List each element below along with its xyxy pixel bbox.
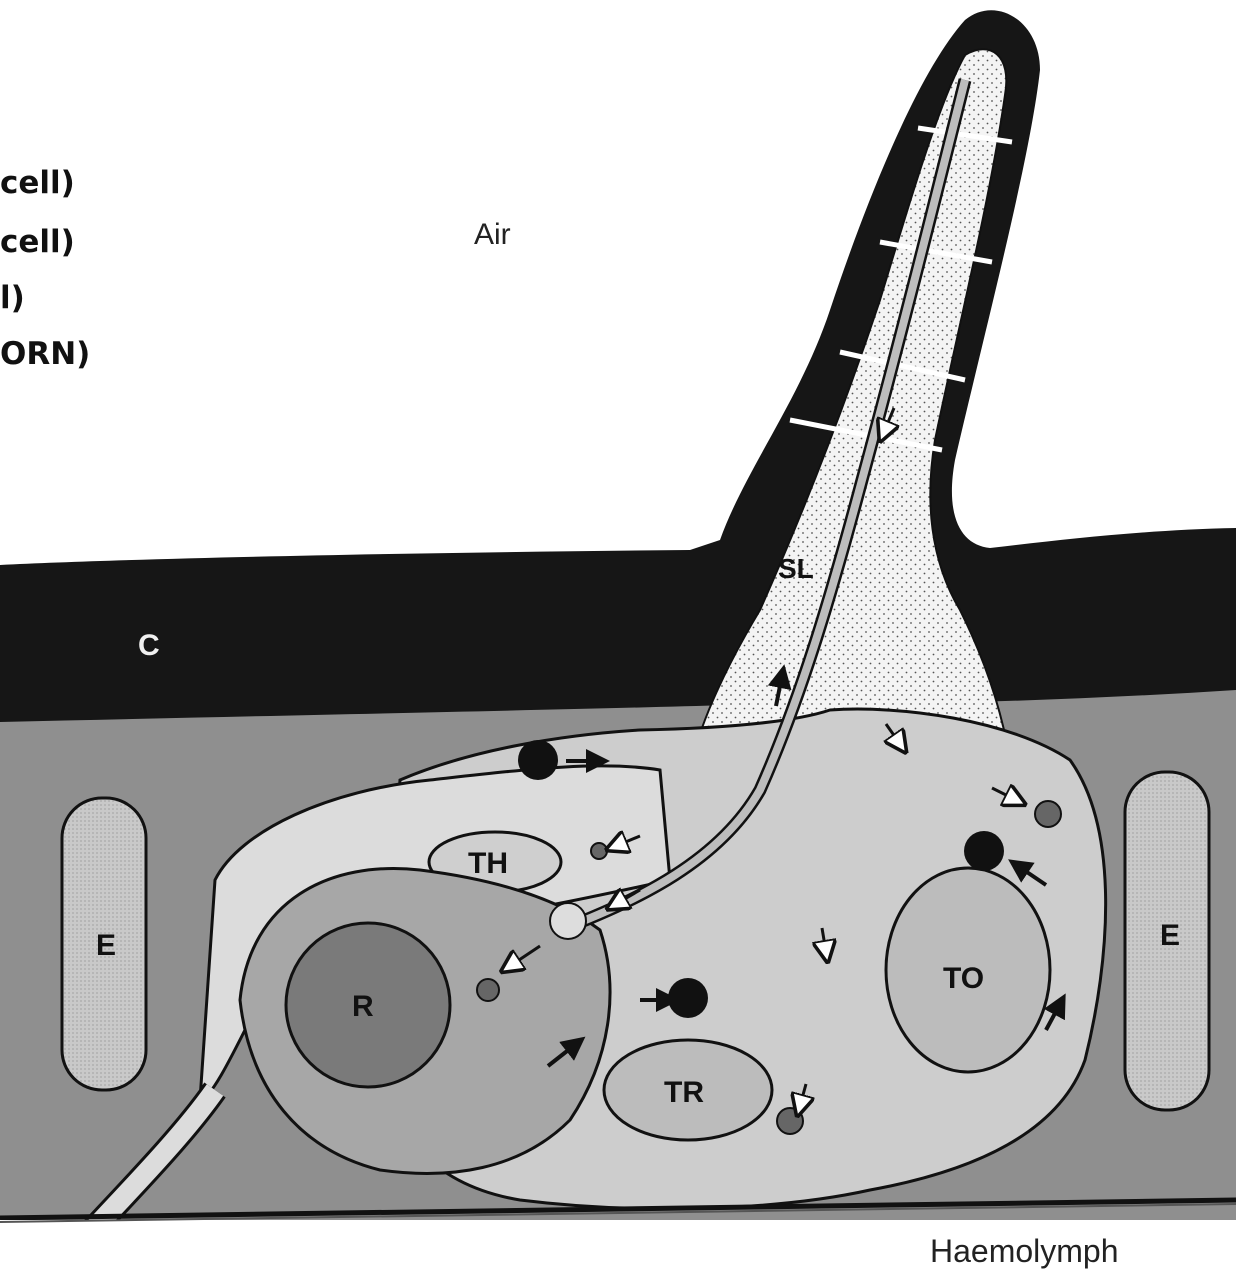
- degradation-granule: [777, 1108, 803, 1134]
- label-receptor: R: [352, 990, 374, 1023]
- label-haemolymph: Haemolymph: [930, 1233, 1119, 1269]
- label-epidermis-right: E: [1160, 919, 1180, 952]
- label-air: Air: [474, 218, 511, 251]
- secretory-granule: [518, 740, 558, 780]
- degradation-granule: [591, 843, 607, 859]
- cuticle-layer: [0, 10, 1236, 722]
- label-thecogen: TH: [468, 847, 508, 880]
- secretory-granule: [964, 831, 1004, 871]
- degradation-granule: [477, 979, 499, 1001]
- degradation-granule: [1035, 801, 1061, 827]
- label-tormogen: TO: [943, 962, 984, 995]
- label-trichogen: TR: [664, 1076, 704, 1109]
- label-cuticle: C: [138, 629, 160, 662]
- label-sensillum-lymph: SL: [778, 553, 814, 584]
- secretory-granule: [668, 978, 708, 1018]
- multivesicular-body: [550, 903, 586, 939]
- label-epidermis-left: E: [96, 929, 116, 962]
